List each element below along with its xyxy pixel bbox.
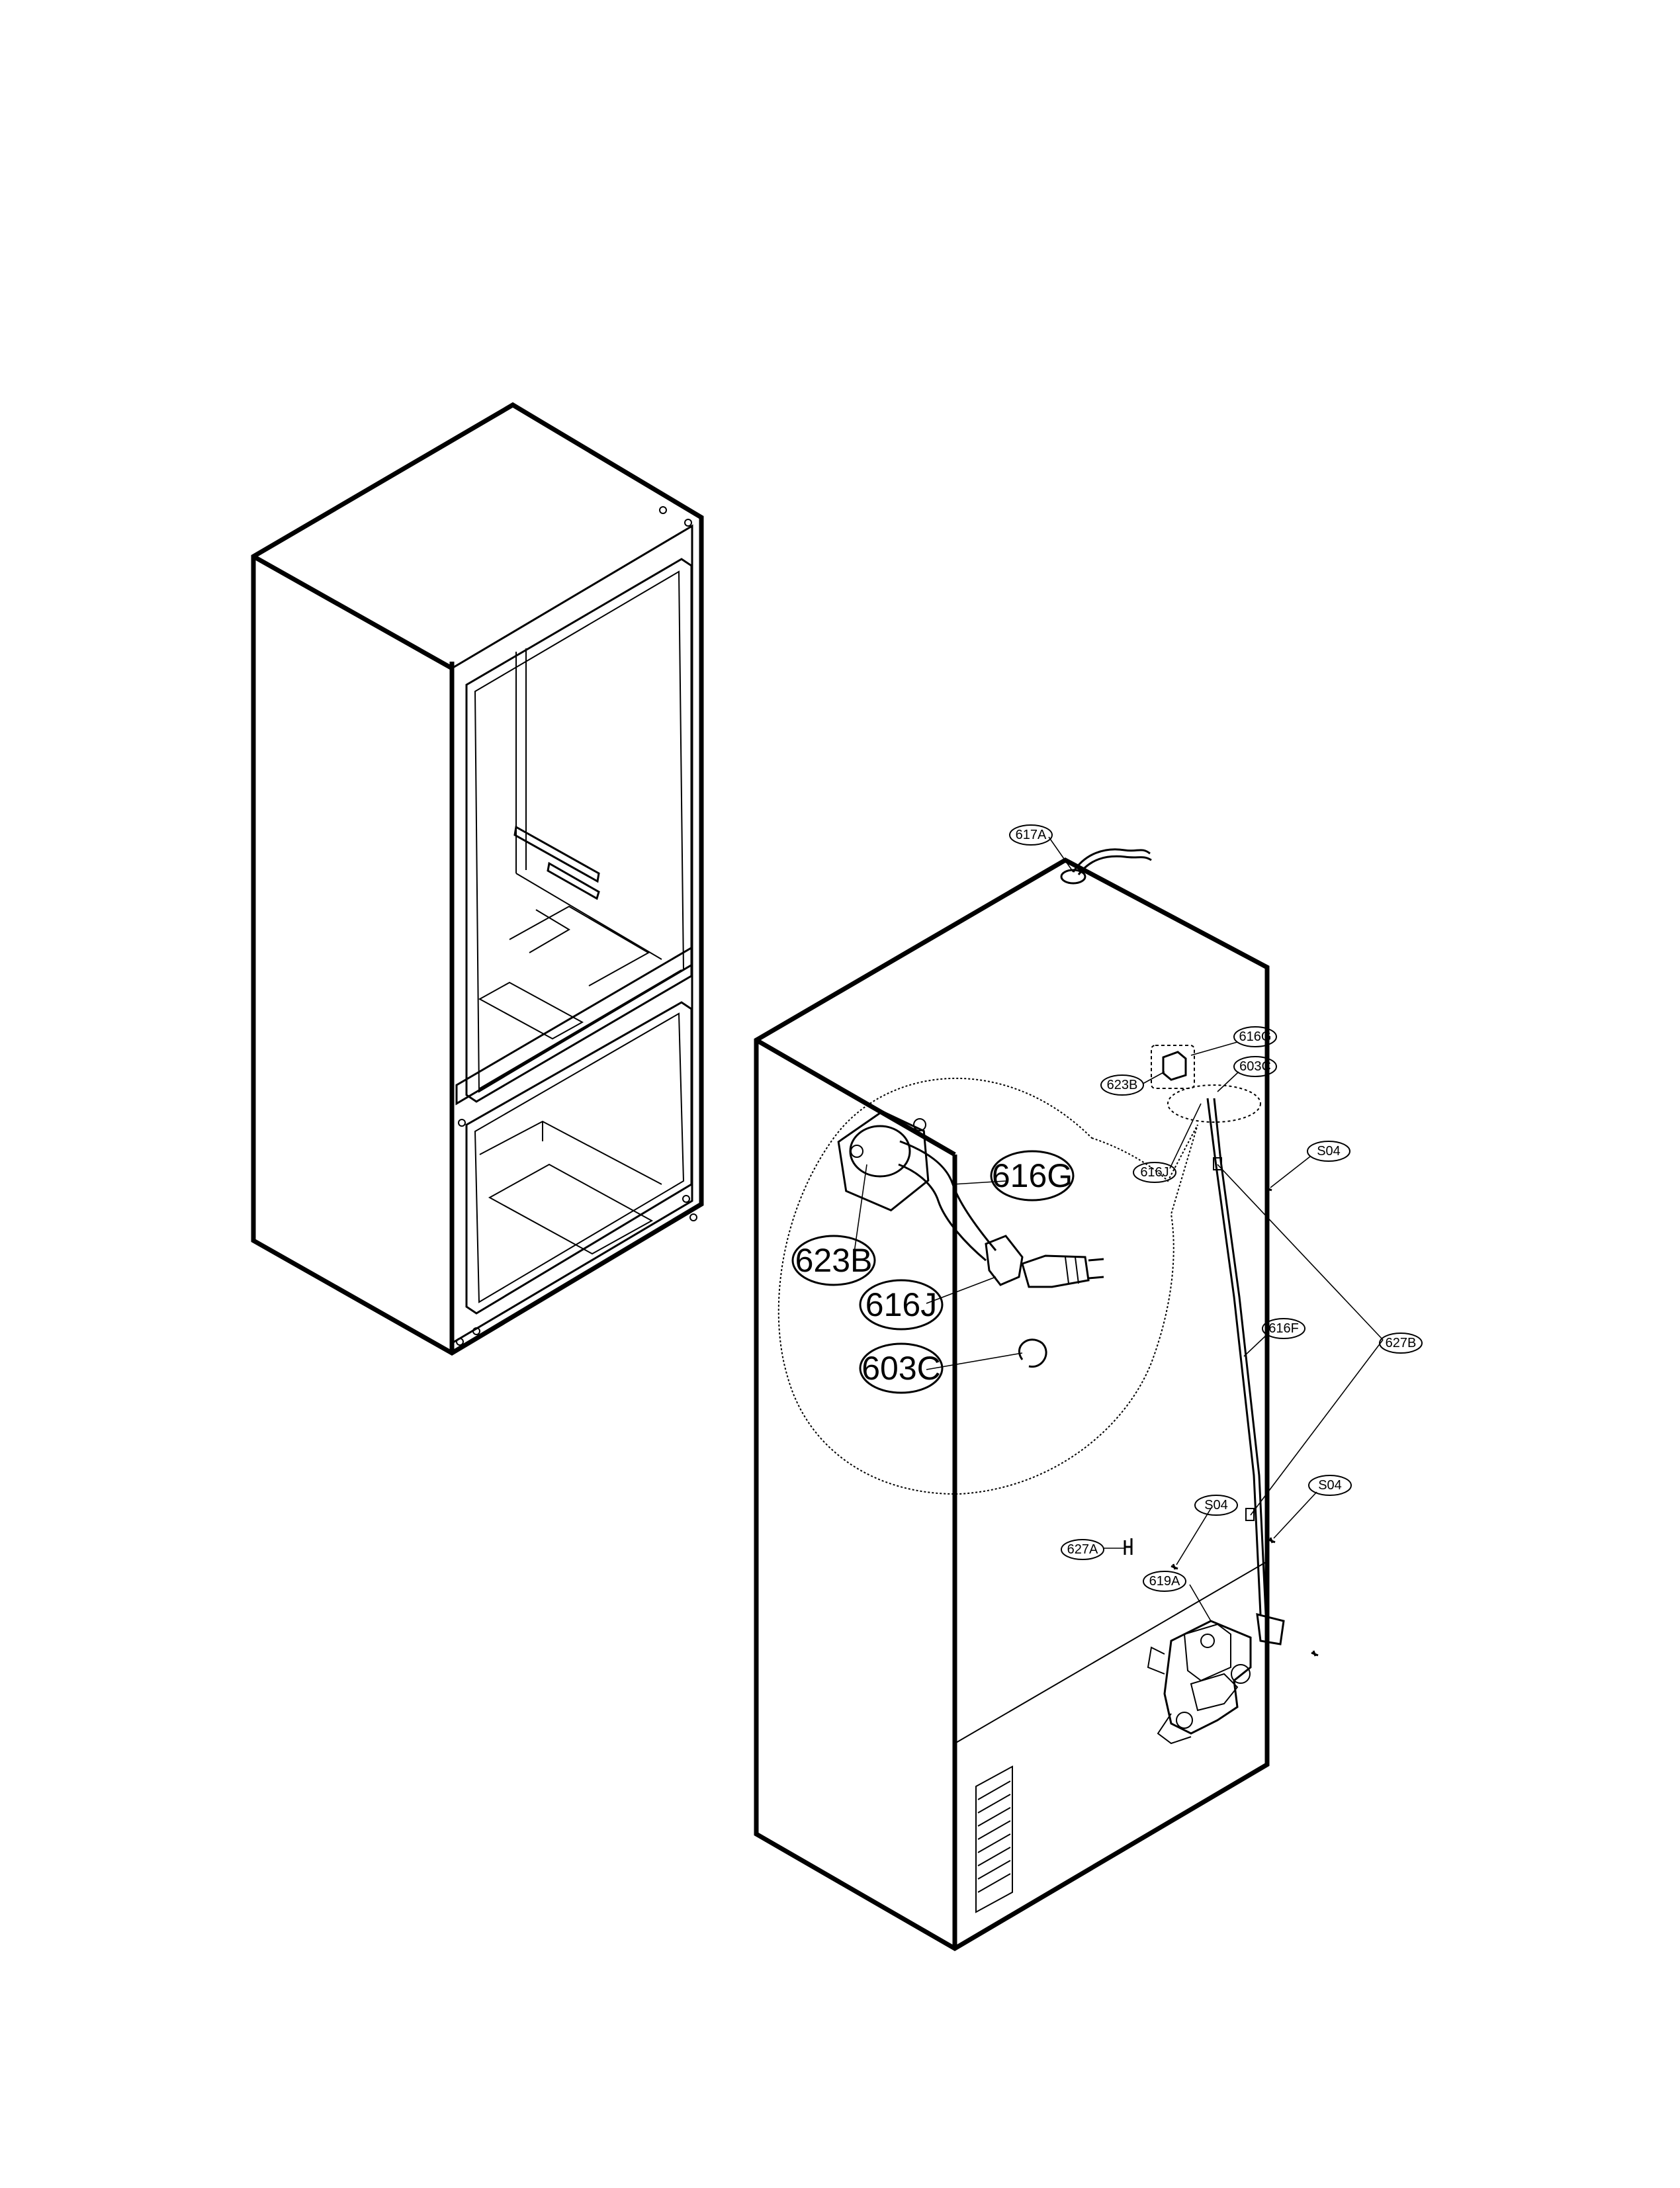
leader-lines [853, 836, 1384, 1622]
callout-619A-text: 619A [1149, 1574, 1180, 1589]
callout-616F-text: 616F [1268, 1321, 1299, 1336]
callout-603C-small-text: 603C [1239, 1059, 1271, 1074]
callout-616G-small: 616G [1233, 1026, 1277, 1047]
callout-S04-a-text: S04 [1317, 1144, 1341, 1159]
callout-603C-large: 603C [859, 1342, 944, 1394]
callout-S04-c-text: S04 [1204, 1498, 1228, 1512]
callout-S04-b: S04 [1308, 1475, 1352, 1496]
callout-S04-c: S04 [1194, 1495, 1238, 1516]
bracket-623B [1151, 1045, 1261, 1123]
callout-623B-small-text: 623B [1107, 1078, 1138, 1092]
grommet-617A [1060, 848, 1152, 885]
callout-627B: 627B [1379, 1333, 1423, 1354]
screws-s04 [1171, 1185, 1319, 1657]
callout-623B-small: 623B [1100, 1074, 1144, 1096]
callout-623B-large: 623B [791, 1235, 876, 1286]
callout-627A-text: 627A [1067, 1542, 1098, 1557]
callout-627B-text: 627B [1386, 1336, 1417, 1350]
callouts-large: 616G 623B 616J 603C [791, 1150, 1075, 1394]
vent-grille [975, 1765, 1013, 1913]
callouts-small: 617A 616G 603C 623B S04 616J 616F 627B [1009, 824, 1423, 1592]
callout-603C-large-text: 603C [862, 1350, 941, 1387]
callout-616J-small-text: 616J [1140, 1165, 1169, 1180]
callout-616G-small-text: 616G [1239, 1029, 1272, 1044]
callout-616J-small: 616J [1133, 1162, 1176, 1183]
clip-627A [1124, 1538, 1133, 1555]
callout-616F: 616F [1262, 1318, 1305, 1339]
callout-617A: 617A [1009, 824, 1053, 846]
callout-616G-large: 616G [990, 1150, 1075, 1202]
callout-616G-large-text: 616G [992, 1157, 1073, 1194]
fill-tube-616F [1206, 1098, 1267, 1615]
right-cabinet [754, 848, 1319, 1952]
water-valve-619A [1147, 1613, 1285, 1745]
callout-617A-text: 617A [1016, 828, 1047, 842]
callout-603C-small: 603C [1233, 1056, 1277, 1077]
callout-623B-large-text: 623B [795, 1242, 873, 1279]
callout-619A: 619A [1143, 1571, 1186, 1592]
callout-616J-large-text: 616J [865, 1286, 937, 1323]
callout-616J-large: 616J [859, 1279, 944, 1331]
callout-S04-a: S04 [1307, 1141, 1350, 1162]
callout-627A: 627A [1061, 1539, 1104, 1560]
callout-S04-b-text: S04 [1318, 1478, 1342, 1493]
left-cabinet [251, 402, 704, 1356]
detail-balloon [777, 1077, 1198, 1495]
